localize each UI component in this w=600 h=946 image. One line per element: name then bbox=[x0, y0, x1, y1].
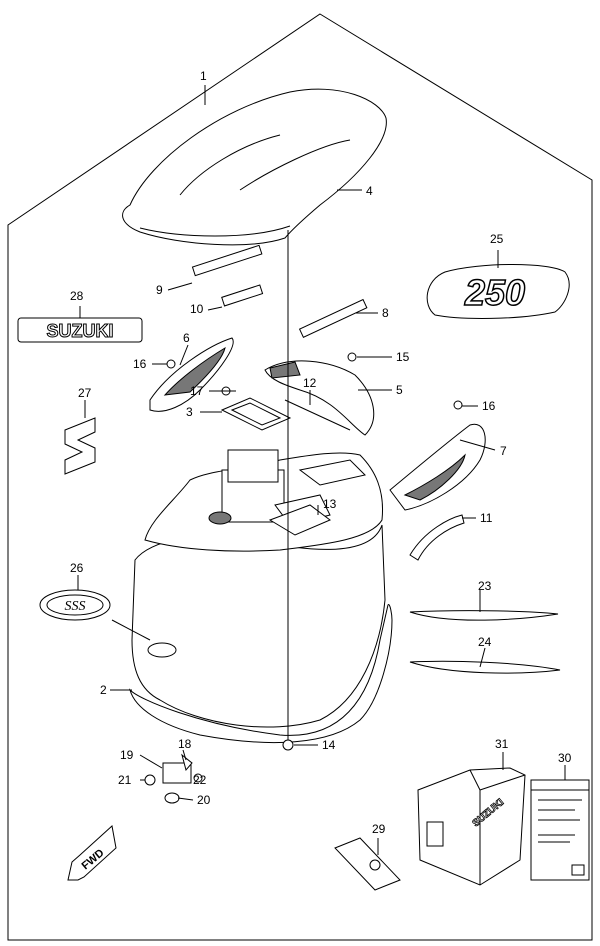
screw-14-icon bbox=[282, 739, 294, 751]
screw-15-icon bbox=[347, 352, 357, 362]
bag-29-part bbox=[334, 837, 401, 891]
fwd-arrow-icon: FWD bbox=[67, 825, 117, 881]
top-cover-part bbox=[122, 88, 387, 246]
frame-outline bbox=[7, 13, 593, 941]
seal-10-part bbox=[221, 284, 264, 307]
latch-assembly-part bbox=[144, 753, 203, 804]
label-30: 30 bbox=[558, 751, 572, 765]
label-26: 26 bbox=[70, 561, 84, 575]
label-15: 15 bbox=[396, 350, 410, 364]
owners-manual-icon bbox=[530, 779, 590, 881]
label-2: 2 bbox=[100, 683, 107, 697]
stripe-24-part bbox=[409, 660, 561, 674]
screw-16a-icon bbox=[166, 359, 176, 369]
label-16b: 16 bbox=[482, 399, 496, 413]
label-14: 14 bbox=[322, 738, 336, 752]
decal-250-text: 250 bbox=[464, 272, 525, 313]
number-decal-250: 250 bbox=[426, 264, 570, 319]
seal-12-part bbox=[284, 399, 351, 431]
label-28: 28 bbox=[70, 289, 84, 303]
seal-9-part bbox=[191, 244, 263, 277]
label-11: 11 bbox=[480, 511, 493, 525]
rear-panel-part bbox=[264, 360, 375, 436]
right-grill-part bbox=[389, 423, 486, 511]
label-8: 8 bbox=[382, 306, 389, 320]
screw-16b-icon bbox=[453, 400, 463, 410]
label-25: 25 bbox=[490, 232, 504, 246]
suzuki-decal-text: SUZUKI bbox=[47, 321, 114, 341]
label-18: 18 bbox=[178, 737, 192, 751]
label-20: 20 bbox=[197, 793, 211, 807]
label-22: 22 bbox=[193, 773, 207, 787]
stripe-23-part bbox=[409, 610, 559, 621]
label-9: 9 bbox=[156, 283, 163, 297]
seal-8-part bbox=[298, 298, 368, 338]
label-27: 27 bbox=[78, 386, 92, 400]
label-31: 31 bbox=[495, 737, 509, 751]
brand-decal-suzuki: SUZUKI bbox=[17, 317, 143, 343]
label-23: 23 bbox=[478, 579, 492, 593]
seal-11-part bbox=[409, 514, 465, 561]
label-19: 19 bbox=[120, 748, 134, 762]
label-12: 12 bbox=[303, 376, 317, 390]
label-4: 4 bbox=[366, 184, 373, 198]
label-24: 24 bbox=[478, 635, 492, 649]
suzuki-s-emblem-icon bbox=[64, 417, 96, 475]
label-17: 17 bbox=[190, 384, 204, 398]
gasket-3-part bbox=[220, 397, 292, 431]
label-5: 5 bbox=[396, 383, 403, 397]
label-29: 29 bbox=[372, 822, 386, 836]
label-6: 6 bbox=[183, 331, 190, 345]
leader-lines bbox=[77, 85, 566, 855]
sss-oval-emblem-icon: SSS bbox=[39, 589, 111, 621]
engine-cover-31-part: SUZUKI bbox=[417, 767, 526, 886]
label-3: 3 bbox=[186, 405, 193, 419]
bracket-13-part bbox=[268, 504, 331, 536]
bottom-cowling-part bbox=[129, 449, 393, 744]
part-number-labels: 1 4 25 9 28 10 8 6 16 15 17 12 5 27 3 16… bbox=[70, 69, 572, 836]
label-16a: 16 bbox=[133, 357, 147, 371]
svg-text:SSS: SSS bbox=[65, 599, 86, 614]
label-10: 10 bbox=[190, 302, 204, 316]
label-21: 21 bbox=[118, 773, 132, 787]
label-7: 7 bbox=[500, 444, 507, 458]
label-13: 13 bbox=[323, 497, 337, 511]
label-1: 1 bbox=[200, 69, 207, 83]
left-grill-part bbox=[149, 337, 234, 412]
